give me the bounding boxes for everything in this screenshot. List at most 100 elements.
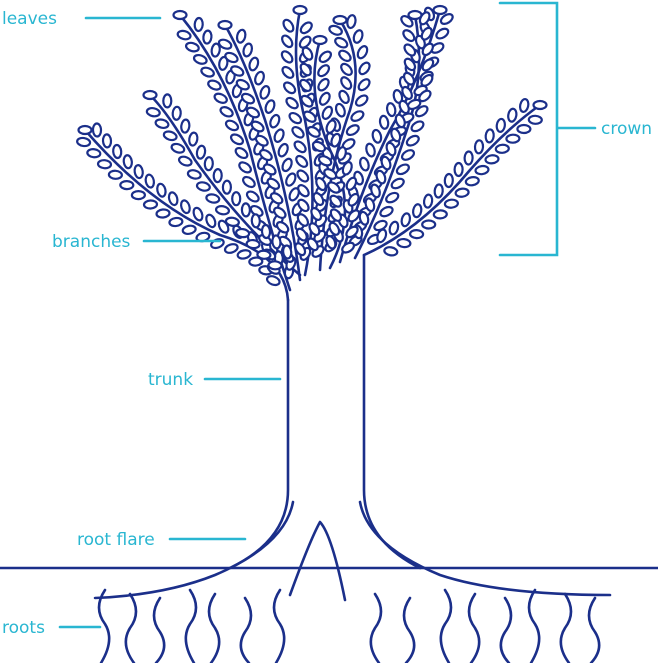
leaf-shape <box>299 62 312 77</box>
leaf-shape <box>325 119 337 134</box>
root-line <box>467 592 481 663</box>
leaf-shape <box>203 156 214 172</box>
leaf-shape <box>474 164 490 176</box>
leaf-shape <box>401 85 413 101</box>
leaf-shape <box>357 78 371 92</box>
leaf-shape <box>380 155 392 171</box>
leaf-shape <box>219 106 234 118</box>
leaf-shape <box>267 260 283 271</box>
leaf-shape <box>396 237 412 249</box>
leaf-shape <box>224 216 240 227</box>
leaf-shape <box>294 242 307 257</box>
leaf-shape <box>306 125 321 138</box>
leaf-shape <box>299 78 312 93</box>
leaf-shape <box>435 27 450 40</box>
leaf-shape <box>318 50 333 64</box>
leaf-shape <box>171 105 182 121</box>
leaf-shape <box>317 77 330 92</box>
leaf-shape <box>213 92 228 104</box>
roots-label: roots <box>2 618 45 638</box>
leaf-shape <box>350 110 365 122</box>
leaf-shape <box>378 114 390 130</box>
leaf-shape <box>308 222 321 237</box>
leaf-shape <box>400 149 416 161</box>
leaf-shape <box>464 176 480 187</box>
leaf-shape <box>341 241 356 254</box>
leaf-shape <box>385 102 397 118</box>
leaf-shape <box>388 220 400 236</box>
leaf-shape <box>177 155 193 167</box>
leaf-shape <box>346 14 357 30</box>
leaf-shape <box>293 140 307 154</box>
leaf-shape <box>245 106 261 119</box>
leaf-shape <box>354 94 369 107</box>
leaf-shape <box>262 163 277 176</box>
leaf-shape <box>345 225 359 239</box>
leaf-shape <box>400 212 412 228</box>
leaf-shape <box>172 9 188 21</box>
leaf-shape <box>133 164 144 180</box>
leaf-shape <box>231 191 242 207</box>
leaf-shape <box>202 29 213 45</box>
leaf-shape <box>302 110 317 123</box>
leaf-shape <box>390 127 402 143</box>
branch-line <box>148 93 302 277</box>
leaf-shape <box>242 175 256 189</box>
leaf-shape <box>248 256 264 267</box>
leaf-shape <box>195 144 207 160</box>
leaf-shape <box>532 99 548 111</box>
leaf-shape <box>205 193 221 204</box>
leaf-shape <box>210 238 225 250</box>
leaf-shape <box>86 148 102 159</box>
leaf-shape <box>432 4 448 16</box>
leaf-shape <box>269 192 284 205</box>
root-line <box>124 592 138 663</box>
leaf-shape <box>395 163 410 176</box>
leaf-shape <box>454 187 470 198</box>
root-line <box>239 596 253 663</box>
root-line <box>272 588 286 663</box>
leaf-shape <box>484 128 495 144</box>
leaves-label: leaves <box>2 9 57 29</box>
leaf-shape <box>398 99 410 115</box>
crown-label: crown <box>601 119 652 139</box>
leaf-shape <box>418 89 432 103</box>
leaf-shape <box>412 203 423 219</box>
leaf-shape <box>250 213 261 229</box>
root-system <box>97 588 601 663</box>
leaf-shape <box>312 191 325 207</box>
leaf-shape <box>325 235 337 250</box>
trunk-outline-right <box>362 253 422 570</box>
leaf-shape <box>306 237 319 252</box>
leaf-shape <box>347 192 360 207</box>
leaf-shape <box>376 228 388 244</box>
leaf-shape <box>433 183 444 199</box>
leaf-shape <box>142 199 159 210</box>
root-line <box>527 588 541 663</box>
leaf-shape <box>205 213 217 229</box>
leaf-shape <box>112 143 123 160</box>
leaf-shape <box>317 155 333 167</box>
leaf-shape <box>281 65 295 79</box>
root-line <box>499 596 513 663</box>
leaf-shape <box>107 169 123 180</box>
leaf-shape <box>328 221 341 236</box>
leaf-shape <box>379 205 394 218</box>
leaf-system <box>76 4 548 287</box>
leaf-shape <box>181 224 197 236</box>
leaf-shape <box>236 249 252 260</box>
leaf-shape <box>328 24 343 36</box>
leaf-shape <box>285 172 297 187</box>
root-line <box>369 592 383 663</box>
leaf-shape <box>224 119 240 132</box>
leaf-shape <box>494 143 510 154</box>
leaf-shape <box>250 120 265 133</box>
leaf-shape <box>242 42 254 58</box>
leaf-shape <box>394 113 406 129</box>
leaf-shape <box>352 29 364 44</box>
leaf-shape <box>321 105 334 120</box>
leaf-shape <box>507 107 518 123</box>
leaf-shape <box>292 4 308 16</box>
leaf-shape <box>77 124 93 136</box>
leaf-shape <box>192 206 204 222</box>
